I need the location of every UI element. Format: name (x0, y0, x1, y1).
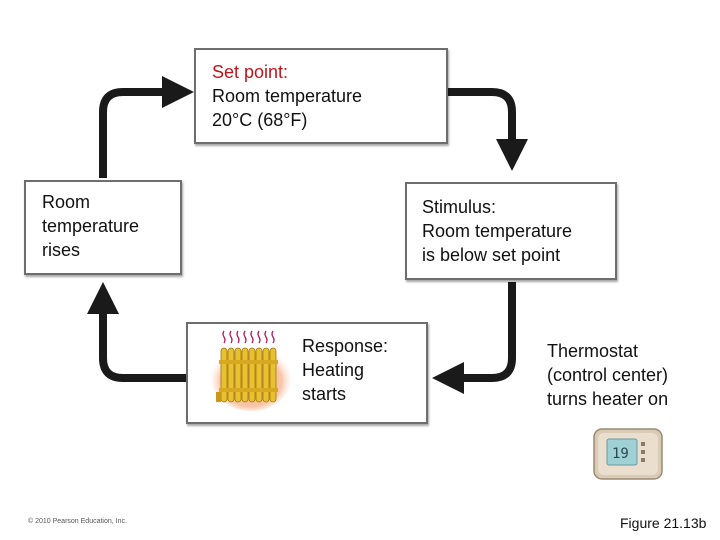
stimulus-line1: Stimulus: (422, 197, 497, 217)
setpoint-line1: Room temperature (212, 86, 363, 106)
effect-text: Room temperature rises (42, 190, 139, 262)
control-line1: Thermostat (547, 341, 639, 361)
effect-line3: rises (42, 240, 81, 260)
control-line3: turns heater on (547, 389, 669, 409)
response-line3: starts (302, 384, 347, 404)
setpoint-text: Set point: Room temperature 20°C (68°F) (212, 60, 362, 132)
stimulus-text: Stimulus: Room temperature is below set … (422, 195, 572, 267)
thermostat-icon: 19 (593, 428, 663, 480)
stimulus-line2: Room temperature (422, 221, 573, 241)
response-line1: Response: (302, 336, 389, 356)
stimulus-line3: is below set point (422, 245, 561, 265)
copyright-notice: © 2010 Pearson Education, Inc. (28, 518, 127, 525)
arrow-stimulus-to-control (432, 282, 516, 394)
arrow-effect-to-setpoint (99, 76, 194, 178)
setpoint-line2: 20°C (68°F) (212, 110, 308, 130)
setpoint-label: Set point: (212, 62, 289, 82)
setpoint-box (194, 48, 448, 144)
stimulus-box (405, 182, 617, 280)
thermostat-display: 19 (612, 446, 629, 462)
radiator-icon (211, 330, 291, 411)
response-text: Response: Heating starts (302, 334, 388, 406)
response-line2: Heating (302, 360, 365, 380)
arrow-setpoint-to-stimulus (448, 88, 528, 171)
arrow-response-to-effect (87, 282, 186, 382)
control-line2: (control center) (547, 365, 669, 385)
control-text: Thermostat (control center) turns heater… (547, 339, 668, 411)
effect-box (24, 180, 182, 275)
effect-line1: Room (42, 192, 91, 212)
figure-label: Figure 21.13b (620, 515, 707, 531)
effect-line2: temperature (42, 216, 140, 236)
